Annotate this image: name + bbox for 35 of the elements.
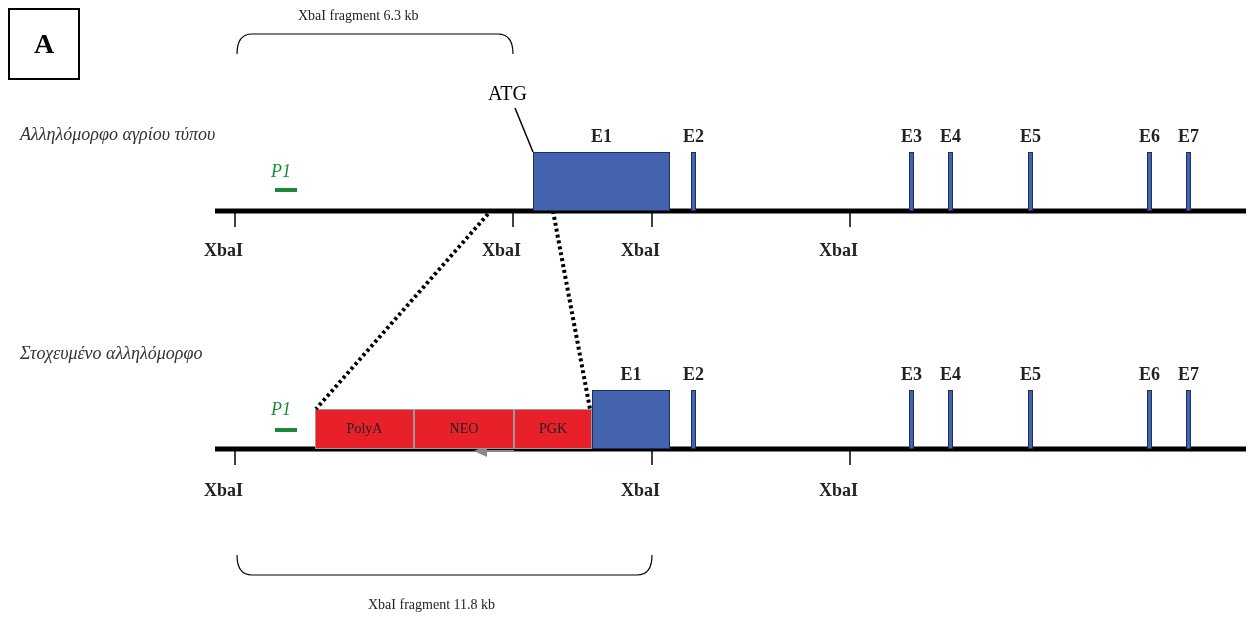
exon-label: E7 [1177,126,1200,147]
exon-label: E5 [1019,126,1042,147]
exon-label: E5 [1019,364,1042,385]
cassette-segment: PolyA [315,409,414,449]
restriction-site-label: XbaI [819,480,858,501]
exon-label: E3 [900,364,923,385]
restriction-site-label: XbaI [621,480,660,501]
allele-label: Αλληλόμορφο αγρίου τύπου [20,124,216,145]
insertion-line [314,212,490,411]
exon-label: E6 [1138,364,1161,385]
restriction-site-label: XbaI [204,240,243,261]
restriction-site-label: XbaI [482,240,521,261]
exon-label: E1 [590,126,613,147]
panel-label: A [8,8,80,80]
primer-label: P1 [271,399,291,420]
restriction-site-label: XbaI [204,480,243,501]
exon-label: E1 [619,364,643,385]
leader-line [551,210,592,410]
fragment-size-label: XbaI fragment 11.8 kb [368,597,495,613]
cassette-segment: PGK [514,409,592,449]
primer-label: P1 [271,161,291,182]
allele-label: Στοχευμένο αλληλόμορφο [20,343,203,364]
exon-label: E3 [900,126,923,147]
exon-label: E4 [939,364,962,385]
exon-label: E6 [1138,126,1161,147]
exon-label: E2 [682,126,705,147]
restriction-site-label: XbaI [621,240,660,261]
leader-line [514,107,534,153]
cassette-segment: NEO [414,409,514,449]
restriction-site-label: XbaI [819,240,858,261]
exon-label: E2 [682,364,705,385]
exon-label: E7 [1177,364,1200,385]
start-codon-label: ATG [488,82,527,105]
exon-label: E4 [939,126,962,147]
fragment-size-label: XbaI fragment 6.3 kb [298,8,419,24]
